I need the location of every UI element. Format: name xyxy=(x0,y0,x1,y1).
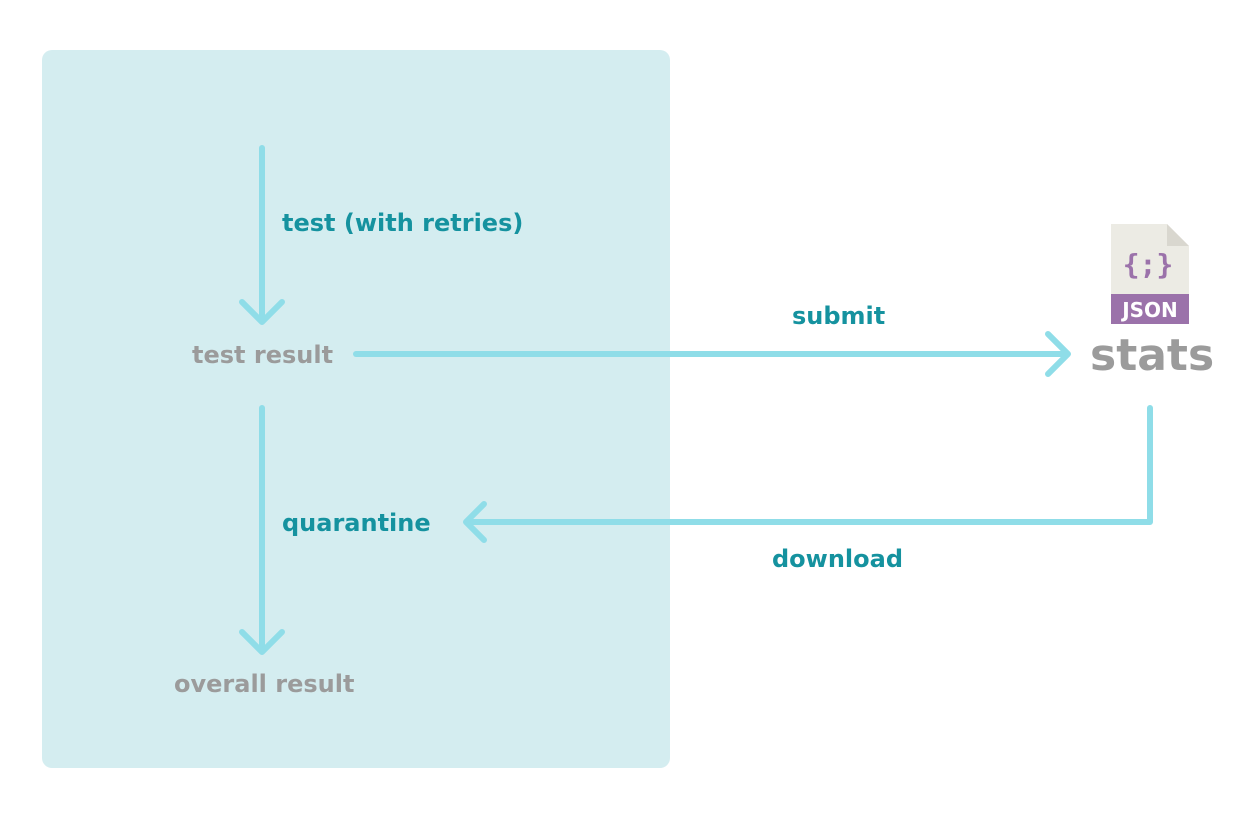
submit-arrow xyxy=(353,331,1071,377)
test-arrow xyxy=(239,145,285,325)
json-braces-glyph: {;} xyxy=(1123,248,1174,281)
local-run-panel xyxy=(42,50,670,768)
download-label: download xyxy=(772,545,904,573)
quarantine-arrow xyxy=(239,405,285,655)
json-badge-label: JSON xyxy=(1120,298,1178,322)
test-result-node: test result xyxy=(192,341,334,369)
overall-result-node: overall result xyxy=(174,670,355,698)
stats-node: stats xyxy=(1090,330,1215,381)
download-arrow xyxy=(463,405,1153,543)
json-file-icon: {;} JSON xyxy=(1111,224,1189,324)
test-with-retries-label: test (with retries) xyxy=(282,209,524,237)
quarantine-label: quarantine xyxy=(282,509,431,537)
submit-label: submit xyxy=(792,302,886,330)
